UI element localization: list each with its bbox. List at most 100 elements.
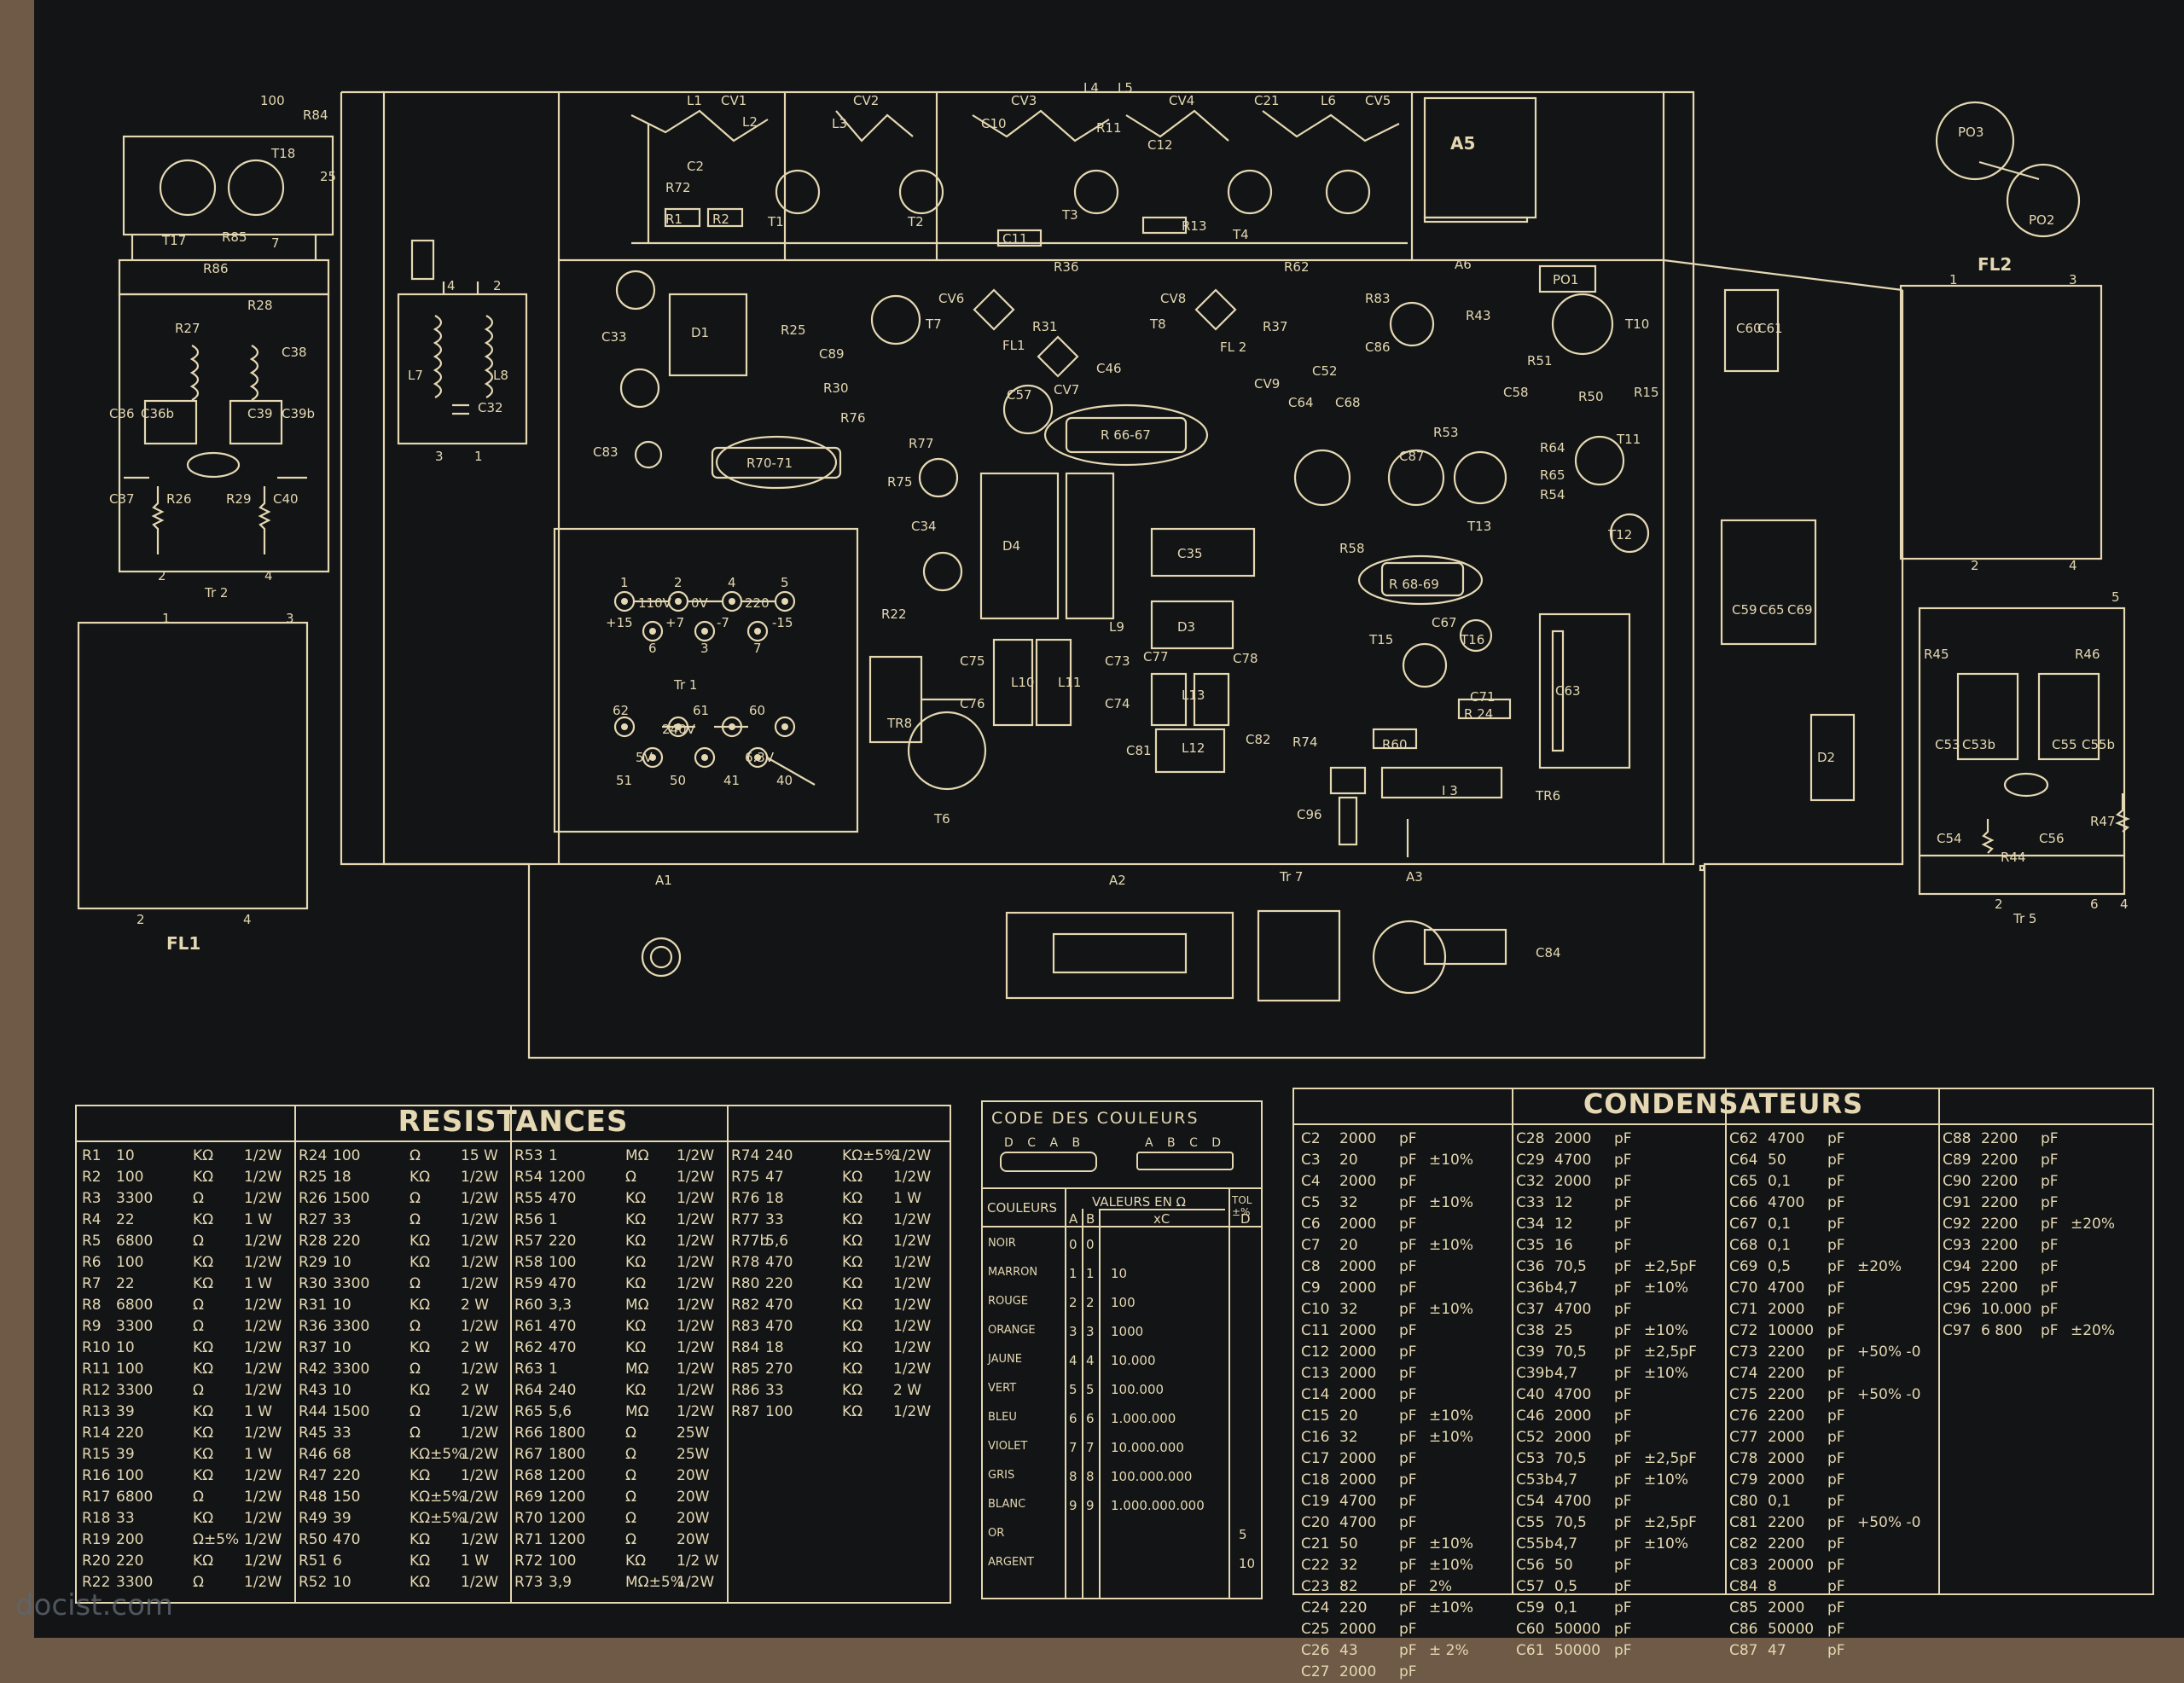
resistances-cell: 1/2 W	[677, 1552, 719, 1570]
resistances-cell: R31	[299, 1297, 328, 1314]
label-c35: C35	[1177, 546, 1203, 561]
condensateurs-cell: C81	[1729, 1514, 1758, 1531]
resistances-cell: 22	[116, 1211, 135, 1228]
condensateurs-cell: C54	[1516, 1493, 1545, 1510]
condensateurs-cell: pF	[2041, 1237, 2059, 1254]
label-l10: L10	[1011, 675, 1034, 690]
resistances-cell: R60	[514, 1297, 543, 1314]
colour-code-cell: 1	[1069, 1266, 1077, 1281]
resistances-cell: Ω	[410, 1147, 421, 1164]
condensateurs-cell: 6 800	[1981, 1322, 2023, 1339]
resistances-cell: KΩ	[842, 1275, 863, 1292]
condensateurs-cell: 2000	[1768, 1301, 1805, 1318]
condensateurs-cell: pF	[1399, 1599, 1417, 1616]
condensateurs-cell: pF	[1614, 1343, 1632, 1361]
resistances-cell: 1/2W	[893, 1318, 932, 1335]
label-c36: C36	[109, 406, 135, 421]
label-a6: A6	[1455, 257, 1472, 272]
label-cv8: CV8	[1160, 291, 1186, 306]
resistances-cell: KΩ	[625, 1275, 647, 1292]
label-cv7: CV7	[1054, 382, 1079, 398]
tr1-v-110: 110V	[638, 595, 672, 611]
condensateurs-cell: pF	[1399, 1365, 1417, 1382]
condensateurs-cell: C27	[1301, 1663, 1330, 1680]
condensateurs-cell: 70,5	[1554, 1258, 1587, 1275]
condensateurs-cell: pF	[1614, 1173, 1632, 1190]
label-t10: T10	[1624, 316, 1649, 332]
resistances-cell: 470	[549, 1275, 577, 1292]
label-r72: R72	[665, 180, 691, 195]
condensateurs-cell: C92	[1943, 1216, 1972, 1233]
resistances-cell: 1/2W	[677, 1297, 715, 1314]
resistances-cell: R78	[731, 1254, 760, 1271]
resistor-band-diagram-2	[1136, 1152, 1234, 1170]
condensateurs-cell: 2000	[1768, 1471, 1805, 1489]
condensateurs-cell: pF	[1614, 1322, 1632, 1339]
resistances-cell: 220	[549, 1233, 577, 1250]
colour-code-cell: 9	[1069, 1498, 1077, 1513]
condensateurs-cell: pF	[1614, 1535, 1632, 1552]
condensateurs-cell: pF	[1614, 1599, 1632, 1616]
label-r37: R37	[1263, 319, 1288, 334]
condensateurs-cell: 2200	[1768, 1535, 1805, 1552]
resistances-cell: 1/2W	[677, 1169, 715, 1186]
resistances-cell: 240	[765, 1147, 793, 1164]
resistances-cell: 1/2W	[893, 1169, 932, 1186]
resistances-cell: 6800	[116, 1297, 154, 1314]
condensateurs-cell: 2200	[1768, 1386, 1805, 1403]
resistances-cell: R20	[82, 1552, 111, 1570]
resistances-cell: 6	[333, 1552, 342, 1570]
resistances-cell: 2 W	[461, 1339, 490, 1356]
pin-2-fl2: 2	[1971, 558, 1979, 573]
label-r76: R76	[840, 410, 866, 426]
label-c61: C61	[1757, 321, 1783, 336]
label-c65: C65	[1759, 602, 1785, 618]
resistances-cell: Ω	[193, 1489, 204, 1506]
resistances-cell: 1/2W	[244, 1574, 282, 1591]
resistances-cell: KΩ	[625, 1254, 647, 1271]
colour-code-cell: BLEU	[988, 1411, 1017, 1424]
condensateurs-cell: C94	[1943, 1258, 1972, 1275]
condensateurs-cell: 2200	[1768, 1514, 1805, 1531]
resistances-cell: KΩ	[193, 1425, 214, 1442]
condensateurs-cell: 2000	[1339, 1663, 1377, 1680]
label-t3: T3	[1061, 207, 1078, 223]
condensateurs-cell: 4,7	[1554, 1471, 1578, 1489]
resistances-cell: 1/2W	[677, 1382, 715, 1399]
pin-2-tr5: 2	[1995, 897, 2003, 912]
resistances-cell: 1/2W	[244, 1233, 282, 1250]
resistances-cell: 1/2W	[244, 1361, 282, 1378]
condensateurs-cell: pF	[1614, 1194, 1632, 1211]
condensateurs-cell: C39b	[1516, 1365, 1554, 1382]
colour-code-cell: 10.000	[1111, 1353, 1156, 1368]
resistances-cell: 470	[765, 1318, 793, 1335]
resistances-cell: R29	[299, 1254, 328, 1271]
resistances-cell: KΩ	[625, 1190, 647, 1207]
label-r2: R2	[712, 212, 729, 227]
condensateurs-cell: pF	[1614, 1557, 1632, 1574]
resistances-cell: KΩ	[625, 1318, 647, 1335]
condensateurs-cell: +50% -0	[1857, 1386, 1921, 1403]
resistances-cell: 1	[549, 1211, 558, 1228]
label-a1: A1	[655, 873, 672, 888]
resistances-cell: R83	[731, 1318, 760, 1335]
condensateurs-cell: C24	[1301, 1599, 1330, 1616]
condensateurs-cell: pF	[1827, 1301, 1845, 1318]
